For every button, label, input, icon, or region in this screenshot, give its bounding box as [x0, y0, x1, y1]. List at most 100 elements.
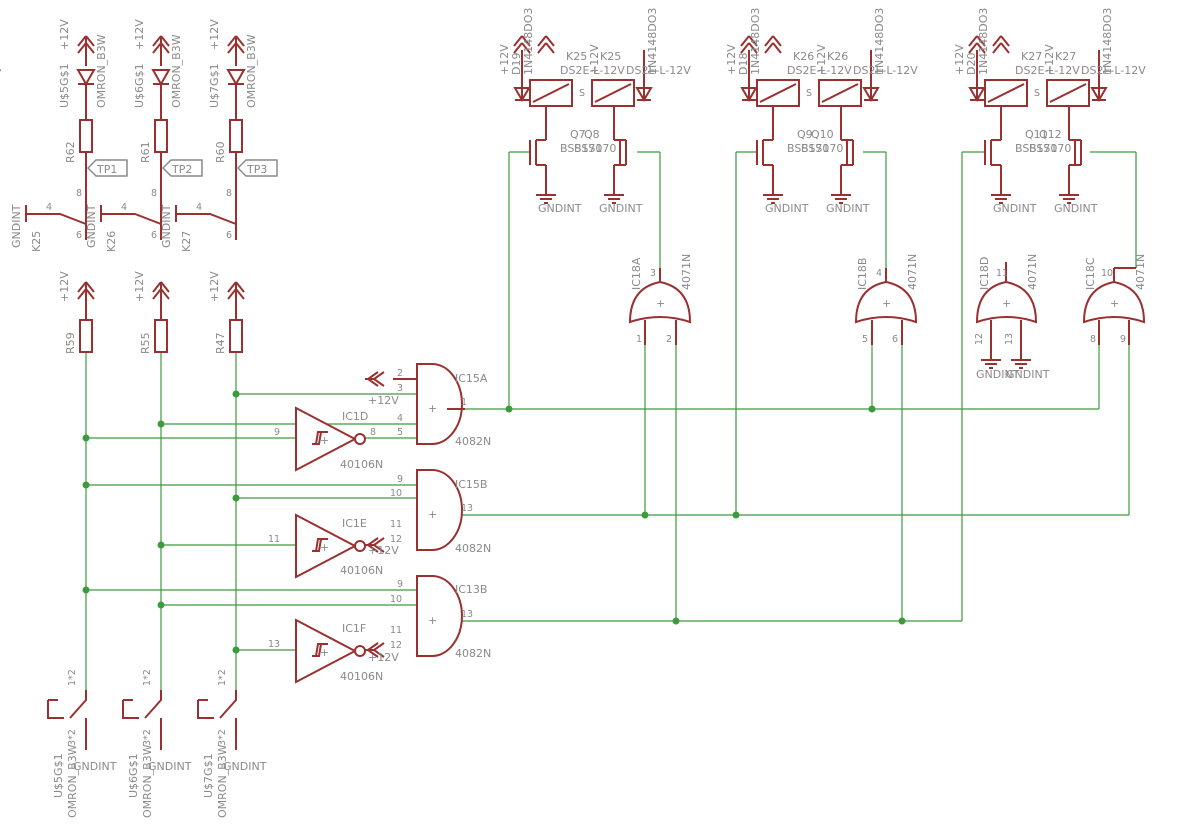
svg-text:1*2: 1*2 [67, 669, 78, 686]
svg-text:11: 11 [390, 625, 402, 636]
wires [85, 151, 1137, 690]
svg-text:12: 12 [390, 534, 402, 545]
svg-text:1N4148DO3: 1N4148DO3 [522, 8, 535, 75]
svg-text:4082N: 4082N [455, 435, 491, 448]
svg-text:K27: K27 [1055, 50, 1076, 63]
led-resistor-column-1: 8 +12V U$5G$1 OMRON_B3W R62 TP1 [58, 19, 128, 214]
svg-text:DS2E-L-12V: DS2E-L-12V [1015, 64, 1080, 77]
svg-text:DS2E-L-12V: DS2E-L-12V [560, 64, 625, 77]
svg-text:S: S [806, 88, 812, 99]
svg-text:K25: K25 [30, 231, 43, 252]
svg-text:+12V: +12V [58, 19, 71, 50]
svg-text:+12V: +12V [208, 271, 221, 302]
svg-text:8: 8 [1090, 334, 1096, 345]
svg-text:+12V: +12V [725, 44, 738, 75]
svg-text:GNDINT: GNDINT [73, 760, 117, 773]
svg-text:TP2: TP2 [171, 163, 192, 176]
svg-text:GNDINT: GNDINT [765, 202, 809, 215]
svg-text:4071N: 4071N [1134, 254, 1147, 290]
svg-text:IC1F: IC1F [342, 622, 366, 635]
ic1f-inverter: + 13 IC1F 40106N [268, 618, 383, 684]
svg-text:1N4148DO3: 1N4148DO3 [646, 8, 659, 75]
svg-text:R59: R59 [64, 332, 77, 354]
svg-text:+: + [320, 646, 329, 659]
relay-contacts: GNDINT 4 6 K25 GNDINT 4 6 K26 GNDINT 4 6… [10, 202, 237, 252]
svg-text:Q10: Q10 [811, 128, 834, 141]
svg-text:IC13B: IC13B [455, 583, 487, 596]
svg-text:8: 8 [151, 188, 157, 199]
svg-text:OMRON_B3W: OMRON_B3W [216, 744, 229, 818]
svg-text:+12V: +12V [1043, 44, 1056, 75]
svg-text:4: 4 [196, 202, 202, 213]
svg-text:1*2: 1*2 [217, 669, 228, 686]
ic13b-gate: + 9 10 11 12 13 +12V IC13B 4082N [365, 575, 491, 664]
svg-text:1N4148DO3: 1N4148DO3 [873, 8, 886, 75]
svg-text:1N4148DO3: 1N4148DO3 [1101, 8, 1114, 75]
svg-text:U$7G$1: U$7G$1 [208, 63, 221, 108]
ic1e-inverter: + 11 IC1E 40106N [268, 513, 383, 579]
svg-text:R60: R60 [214, 141, 227, 163]
svg-text:4: 4 [876, 268, 882, 279]
svg-text:13: 13 [268, 639, 280, 650]
svg-text:D20: D20 [965, 53, 978, 75]
svg-text:GNDINT: GNDINT [10, 204, 23, 248]
svg-text:IC15A: IC15A [455, 372, 488, 385]
svg-text:OMRON_B3W: OMRON_B3W [95, 34, 108, 108]
svg-text:OMRON_B3W: OMRON_B3W [66, 744, 79, 818]
svg-text:8: 8 [226, 188, 232, 199]
svg-text:+: + [428, 402, 437, 415]
ic18d-gate: + 12 13 11 IC18D 4071N GNDINT GNDINT [974, 254, 1050, 381]
svg-text:K25: K25 [566, 50, 587, 63]
svg-text:4: 4 [121, 202, 127, 213]
svg-text:+12V: +12V [133, 19, 146, 50]
ic18a-gate: + 1 2 3 IC18A 4071N [628, 254, 693, 345]
svg-text:9: 9 [397, 474, 403, 485]
svg-text:BSS170: BSS170 [787, 142, 829, 155]
svg-text:D19: D19 [510, 53, 523, 75]
svg-text:K25: K25 [600, 50, 621, 63]
svg-text:+12V: +12V [815, 44, 828, 75]
svg-text:12: 12 [974, 333, 985, 345]
svg-text:GNDINT: GNDINT [538, 202, 582, 215]
svg-text:IC18B: IC18B [856, 258, 869, 290]
svg-text:R55: R55 [139, 332, 152, 354]
svg-text:40106N: 40106N [340, 564, 383, 577]
svg-text:1: 1 [636, 334, 642, 345]
svg-text:Q8: Q8 [584, 128, 600, 141]
svg-text:DS2E-L-12V: DS2E-L-12V [626, 64, 691, 77]
svg-text:GNDINT: GNDINT [599, 202, 643, 215]
svg-text:2: 2 [397, 368, 403, 379]
ic18b-gate: + 5 6 4 IC18B 4071N [854, 254, 919, 345]
svg-text:10: 10 [390, 594, 402, 605]
svg-text:TP3: TP3 [246, 163, 267, 176]
svg-text:U$6G$1: U$6G$1 [133, 63, 146, 108]
svg-text:9: 9 [1120, 334, 1126, 345]
svg-text:IC15B: IC15B [455, 478, 487, 491]
svg-text:11: 11 [996, 268, 1008, 279]
svg-text:10: 10 [390, 488, 402, 499]
svg-text:BSS170: BSS170 [1015, 142, 1057, 155]
svg-text:GNDINT: GNDINT [223, 760, 267, 773]
svg-text:6: 6 [226, 230, 232, 241]
svg-text:OMRON_B3W: OMRON_B3W [141, 744, 154, 818]
svg-text:TP1: TP1 [96, 163, 117, 176]
svg-text:11: 11 [390, 519, 402, 530]
ic1d-inverter: + 9 8 IC1D 40106N [274, 406, 383, 472]
svg-text:GNDINT: GNDINT [1006, 368, 1050, 381]
svg-text:U$7G$1: U$7G$1 [202, 753, 215, 798]
svg-text:4: 4 [397, 413, 403, 424]
svg-text:6: 6 [892, 334, 898, 345]
svg-text:K27: K27 [180, 231, 193, 252]
relay-block-k26: S +12V D18 1N4148DO3 K26 DS2E-L-12V K26 … [725, 8, 918, 215]
svg-text:GNDINT: GNDINT [85, 204, 98, 248]
svg-text:GNDINT: GNDINT [993, 202, 1037, 215]
svg-text:+: + [428, 508, 437, 521]
svg-text:IC18D: IC18D [978, 257, 991, 290]
svg-text:40106N: 40106N [340, 670, 383, 683]
svg-text:4082N: 4082N [455, 542, 491, 555]
svg-text:+12V: +12V [133, 271, 146, 302]
ic15b-gate: + 9 10 11 12 13 +12V IC15B 4082N [365, 469, 491, 557]
svg-text:IC18C: IC18C [1084, 257, 1097, 290]
svg-text:GNDINT: GNDINT [826, 202, 870, 215]
